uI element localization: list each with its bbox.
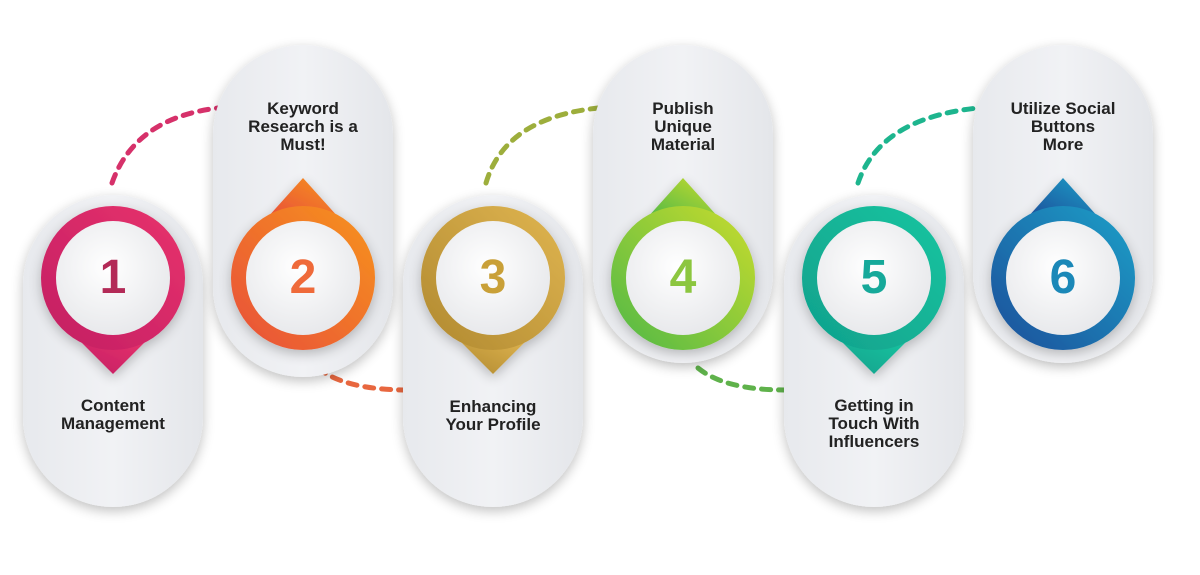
connector-1 [109,105,221,186]
step-3-label: Enhancing Your Profile [445,397,541,434]
step-4-number: 4 [669,251,697,304]
connector-5 [855,105,981,186]
step-2-label: Keyword Research is a Must! [248,99,358,154]
step-3-marker [421,206,565,374]
step-6-disc [1006,221,1120,335]
step-4-pointer [647,178,719,218]
step-1-disc [56,221,170,335]
step-1-number: 1 [99,251,127,304]
step-5-marker [802,206,946,374]
step-2-number: 2 [289,251,317,304]
connector-4 [695,365,788,393]
step-6-label: Utilize Social Buttons More [1010,99,1116,154]
step-4-disc [626,221,740,335]
step-4-label: Publish Unique Material [650,99,716,154]
step-2-pointer [267,178,339,218]
step-2-marker [231,178,375,350]
step-5-label: Getting in Touch With Influencers [828,396,920,451]
step-3-disc [436,221,550,335]
step-5-disc [817,221,931,335]
step-2-disc [246,221,360,335]
step-3-number: 3 [479,251,507,304]
step-1-label: Content Management [61,396,165,433]
step-6-pointer [1027,178,1099,218]
step-6-number: 6 [1049,251,1077,304]
connector-3 [483,105,601,186]
step-1-marker [41,206,185,374]
step-4-marker [611,178,755,350]
step-6-marker [991,178,1135,350]
step-5-number: 5 [860,251,888,304]
